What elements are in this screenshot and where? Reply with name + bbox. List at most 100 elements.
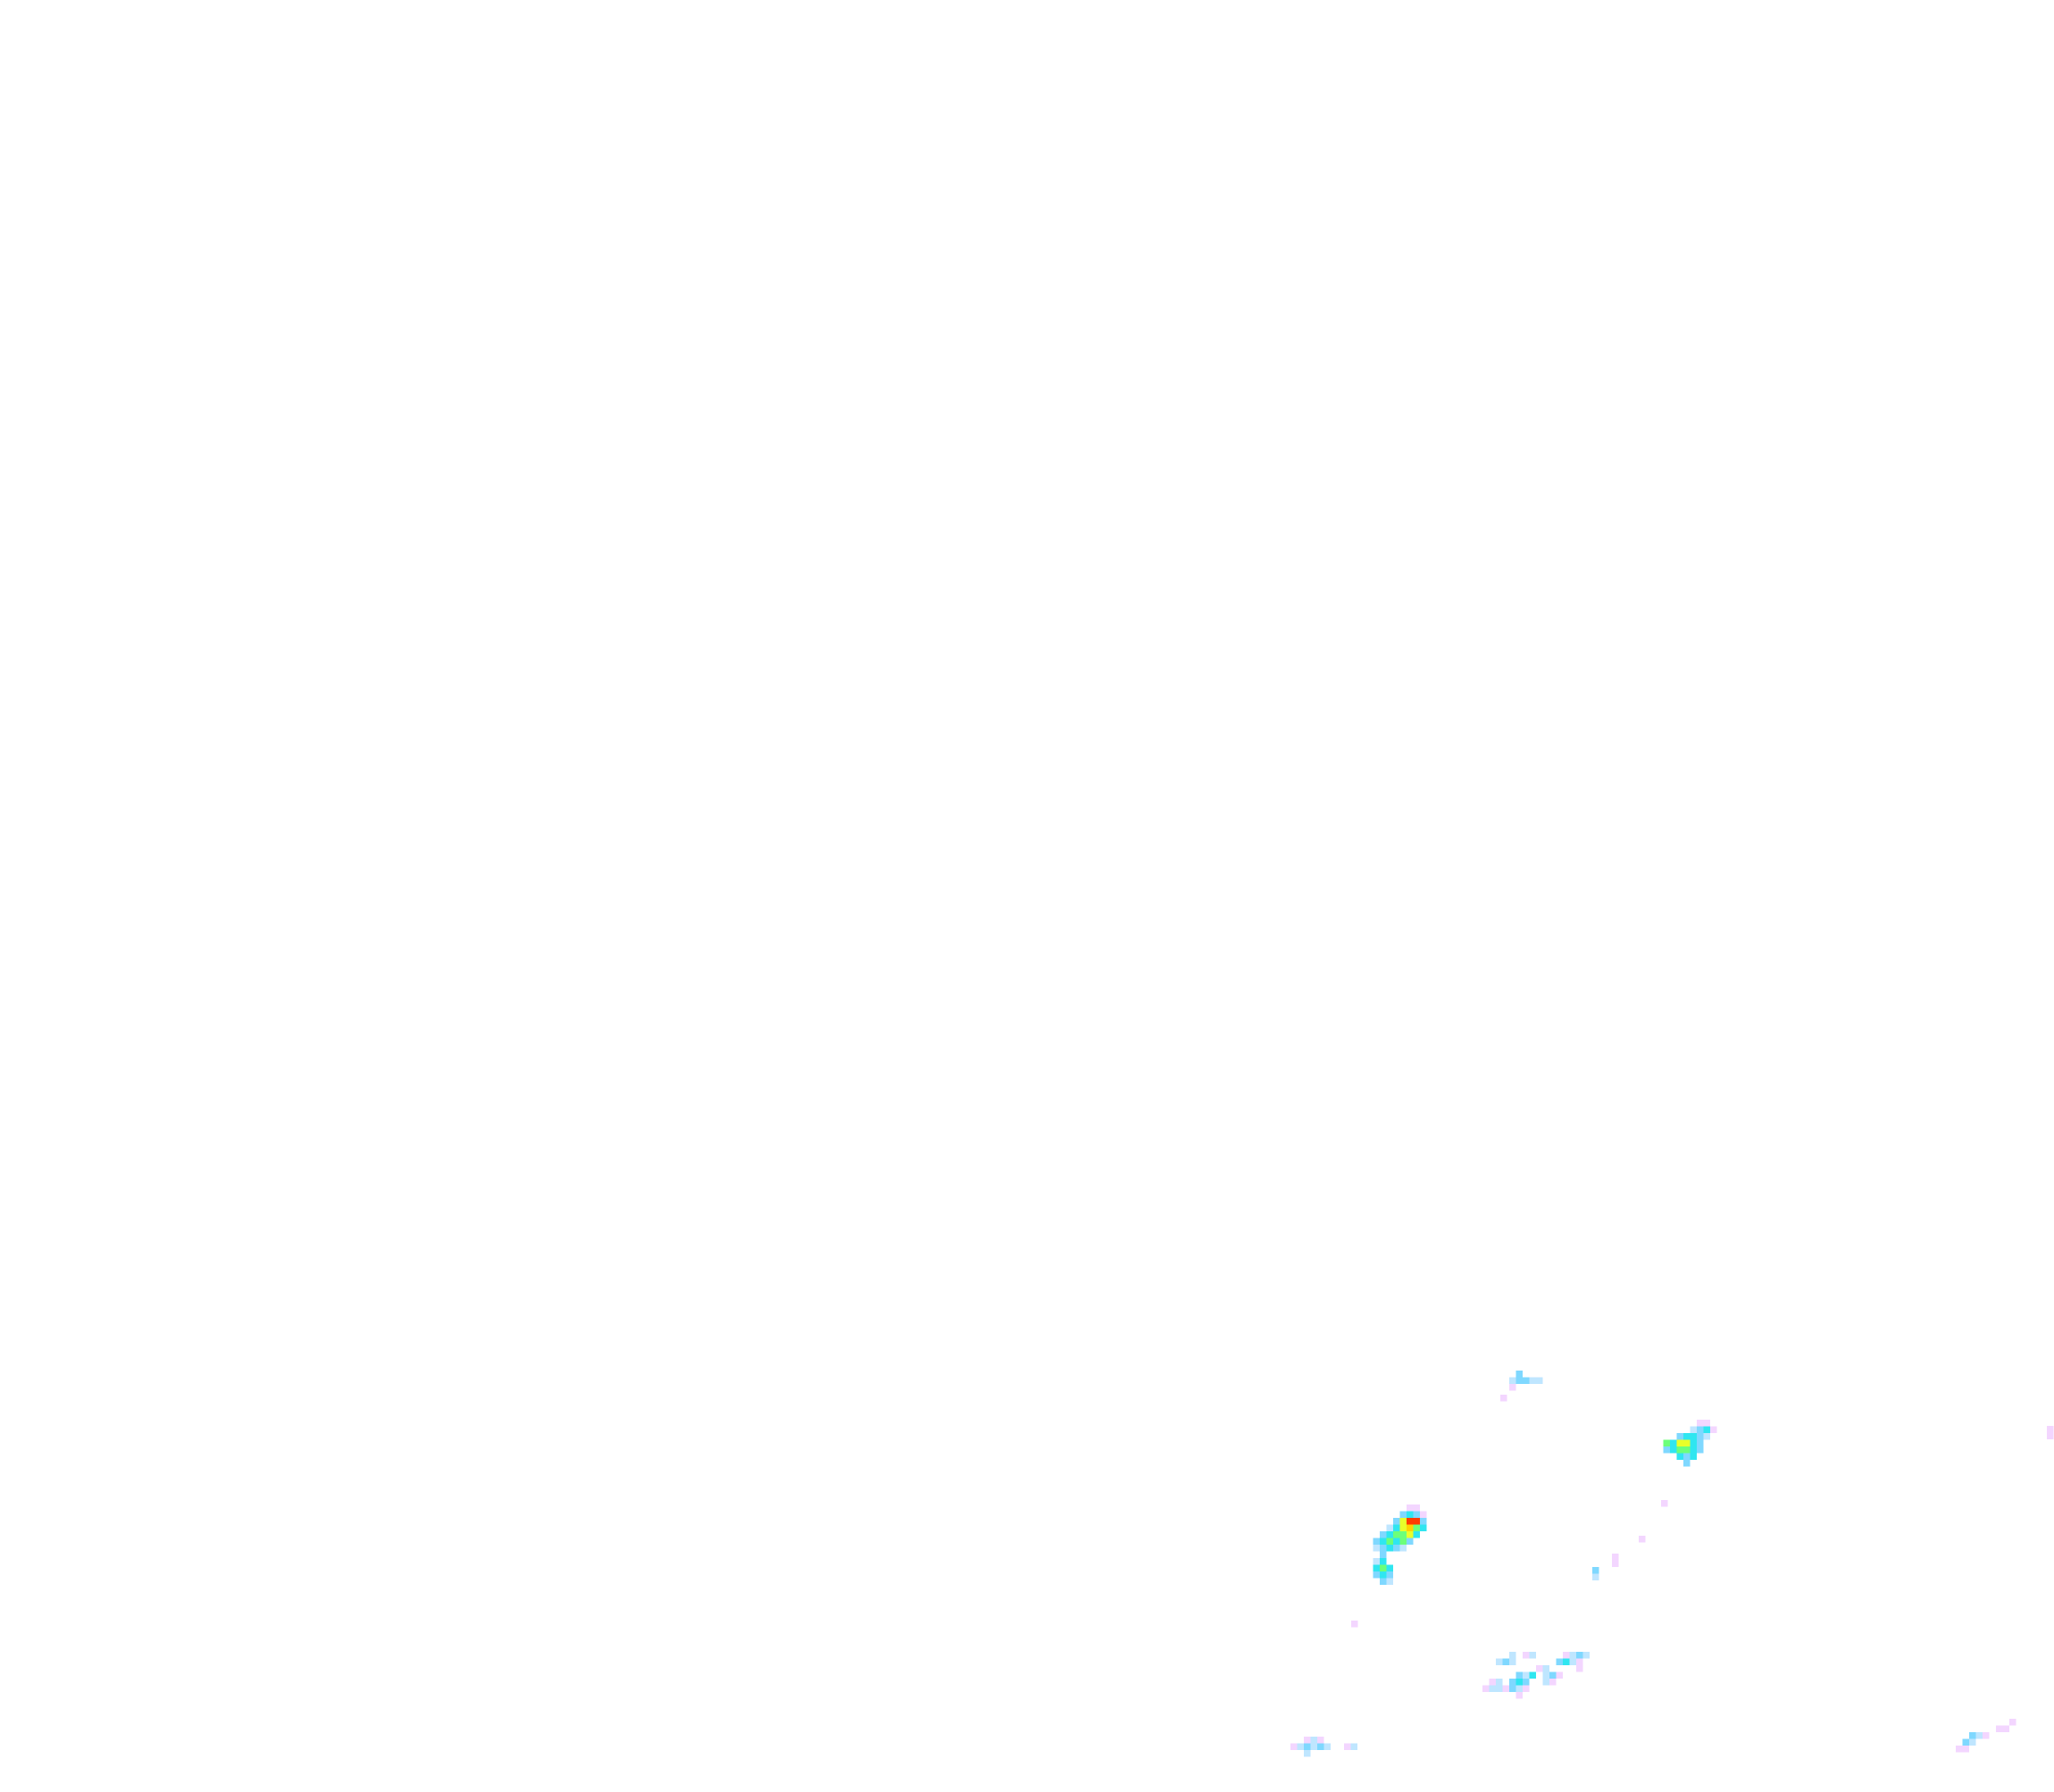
radar-cell xyxy=(1676,1433,1683,1440)
radar-cell xyxy=(1612,1554,1619,1561)
radar-cell xyxy=(1523,1679,1530,1686)
radar-cell xyxy=(1996,1725,2003,1732)
radar-cell xyxy=(1676,1439,1683,1446)
radar-cell xyxy=(1317,1743,1324,1750)
radar-cell xyxy=(1380,1538,1387,1545)
radar-cell xyxy=(1676,1453,1683,1460)
radar-cell xyxy=(1683,1460,1691,1467)
radar-cell xyxy=(1690,1453,1697,1460)
radar-cell xyxy=(1323,1743,1331,1750)
radar-cell xyxy=(1373,1564,1380,1571)
radar-cell xyxy=(1373,1571,1380,1579)
radar-cell xyxy=(1304,1743,1311,1750)
radar-cell xyxy=(1386,1545,1393,1552)
radar-cell xyxy=(1509,1377,1516,1384)
radar-cell xyxy=(1556,1658,1563,1665)
radar-cell xyxy=(1350,1743,1357,1750)
radar-cell xyxy=(1344,1743,1351,1750)
radar-cell xyxy=(1515,1679,1523,1686)
radar-cell xyxy=(1576,1658,1583,1665)
radar-cell xyxy=(1676,1446,1683,1454)
radar-cell xyxy=(1670,1446,1677,1454)
radar-cell xyxy=(1489,1679,1496,1686)
radar-cell xyxy=(1393,1545,1400,1552)
radar-cell xyxy=(1290,1743,1298,1750)
radar-cell xyxy=(1592,1573,1599,1580)
radar-cell xyxy=(1670,1439,1677,1446)
radar-cell xyxy=(1393,1538,1400,1545)
radar-cell xyxy=(1515,1371,1523,1378)
radar-cell xyxy=(1399,1518,1407,1525)
radar-cell xyxy=(1496,1679,1503,1686)
radar-cell xyxy=(1420,1524,1427,1531)
radar-cell xyxy=(1317,1737,1324,1744)
radar-cell xyxy=(1399,1545,1407,1552)
radar-cell xyxy=(1399,1524,1407,1531)
radar-cell xyxy=(1690,1439,1697,1446)
radar-cell xyxy=(1386,1531,1393,1538)
radar-cell xyxy=(1373,1558,1380,1565)
radar-cell xyxy=(1697,1446,1704,1454)
radar-cell xyxy=(1407,1538,1414,1545)
radar-cell xyxy=(1529,1377,1536,1384)
radar-cell xyxy=(2047,1432,2054,1439)
radar-cell xyxy=(2002,1725,2009,1732)
radar-cell xyxy=(1509,1658,1516,1665)
radar-cell xyxy=(1413,1524,1420,1531)
radar-cell xyxy=(1703,1433,1710,1440)
radar-cell xyxy=(1703,1426,1710,1433)
radar-cell xyxy=(1407,1518,1414,1525)
radar-cell xyxy=(1496,1658,1503,1665)
radar-cell xyxy=(1420,1518,1427,1525)
radar-cell xyxy=(1536,1665,1543,1672)
radar-cell xyxy=(1683,1439,1691,1446)
radar-cell xyxy=(1569,1658,1576,1665)
radar-cell xyxy=(1515,1377,1523,1384)
radar-cell xyxy=(1413,1531,1420,1538)
radar-cell xyxy=(1482,1685,1490,1692)
radar-cell xyxy=(1509,1652,1516,1659)
radar-cell xyxy=(1413,1504,1420,1512)
radar-cell xyxy=(1983,1732,1990,1739)
radar-cell xyxy=(1523,1652,1530,1659)
radar-cell xyxy=(1407,1524,1414,1531)
radar-cell xyxy=(1373,1538,1380,1545)
radar-cell xyxy=(1536,1377,1543,1384)
radar-cell xyxy=(1496,1685,1503,1692)
radar-cell xyxy=(2009,1719,2016,1726)
radar-cell xyxy=(1373,1545,1380,1552)
radar-cell xyxy=(1399,1511,1407,1518)
radar-cell xyxy=(1509,1679,1516,1686)
radar-cell xyxy=(1523,1671,1530,1679)
radar-cell xyxy=(1710,1426,1717,1433)
radar-cell xyxy=(1515,1685,1523,1692)
radar-cell xyxy=(2047,1426,2054,1433)
radar-cell xyxy=(1569,1652,1576,1659)
radar-cell xyxy=(1393,1518,1400,1525)
radar-cell xyxy=(1386,1564,1393,1571)
radar-cell xyxy=(1380,1551,1387,1558)
radar-cell xyxy=(1380,1571,1387,1579)
radar-cell xyxy=(1523,1377,1530,1384)
radar-cell xyxy=(1304,1750,1311,1757)
radar-cell xyxy=(1407,1531,1414,1538)
radar-cell xyxy=(1489,1685,1496,1692)
radar-cell xyxy=(1683,1446,1691,1454)
radar-cell xyxy=(1956,1746,1963,1753)
radar-cell xyxy=(1582,1652,1590,1659)
radar-cell xyxy=(1515,1671,1523,1679)
radar-cell xyxy=(1690,1426,1697,1433)
radar-cell xyxy=(1386,1571,1393,1579)
radar-cell xyxy=(1380,1545,1387,1552)
radar-cell xyxy=(1509,1685,1516,1692)
radar-cell xyxy=(1310,1743,1317,1750)
radar-cell xyxy=(1697,1426,1704,1433)
radar-cell xyxy=(1515,1692,1523,1699)
radar-cell xyxy=(1509,1384,1516,1391)
radar-cell xyxy=(1556,1671,1563,1679)
radar-cell xyxy=(1690,1446,1697,1454)
radar-cell xyxy=(1576,1665,1583,1672)
radar-cell xyxy=(1542,1679,1549,1686)
radar-cell xyxy=(1380,1531,1387,1538)
